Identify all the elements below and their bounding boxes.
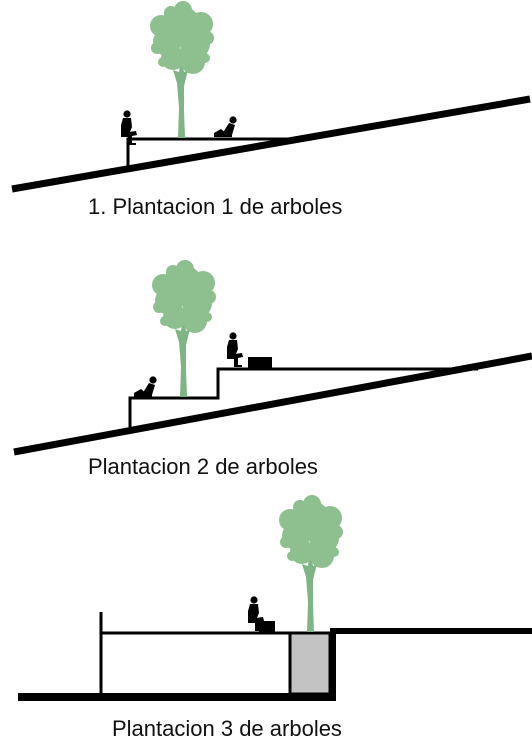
tree-icon	[150, 1, 214, 138]
panel-2	[13, 260, 532, 456]
person-reclining-icon	[134, 376, 157, 397]
caption-plantacion-1: 1. Plantacion 1 de arboles	[88, 194, 343, 219]
panel-1	[11, 1, 531, 193]
terrace-platform	[128, 367, 478, 427]
tree-icon	[152, 260, 216, 397]
sloped-ground	[13, 352, 532, 456]
tree-icon	[279, 495, 343, 632]
terrace-platform	[126, 137, 298, 168]
bench-icon	[259, 621, 275, 632]
tree-planter	[288, 631, 332, 696]
retaining-wall	[330, 628, 532, 701]
bench-icon	[248, 357, 272, 368]
panel-3	[18, 495, 532, 701]
person-sitting-icon	[227, 332, 243, 367]
caption-plantacion-2: Plantacion 2 de arboles	[88, 454, 318, 479]
sloped-ground	[11, 95, 531, 193]
caption-plantacion-3: Plantacion 3 de arboles	[112, 716, 342, 741]
person-reclining-icon	[214, 116, 237, 137]
